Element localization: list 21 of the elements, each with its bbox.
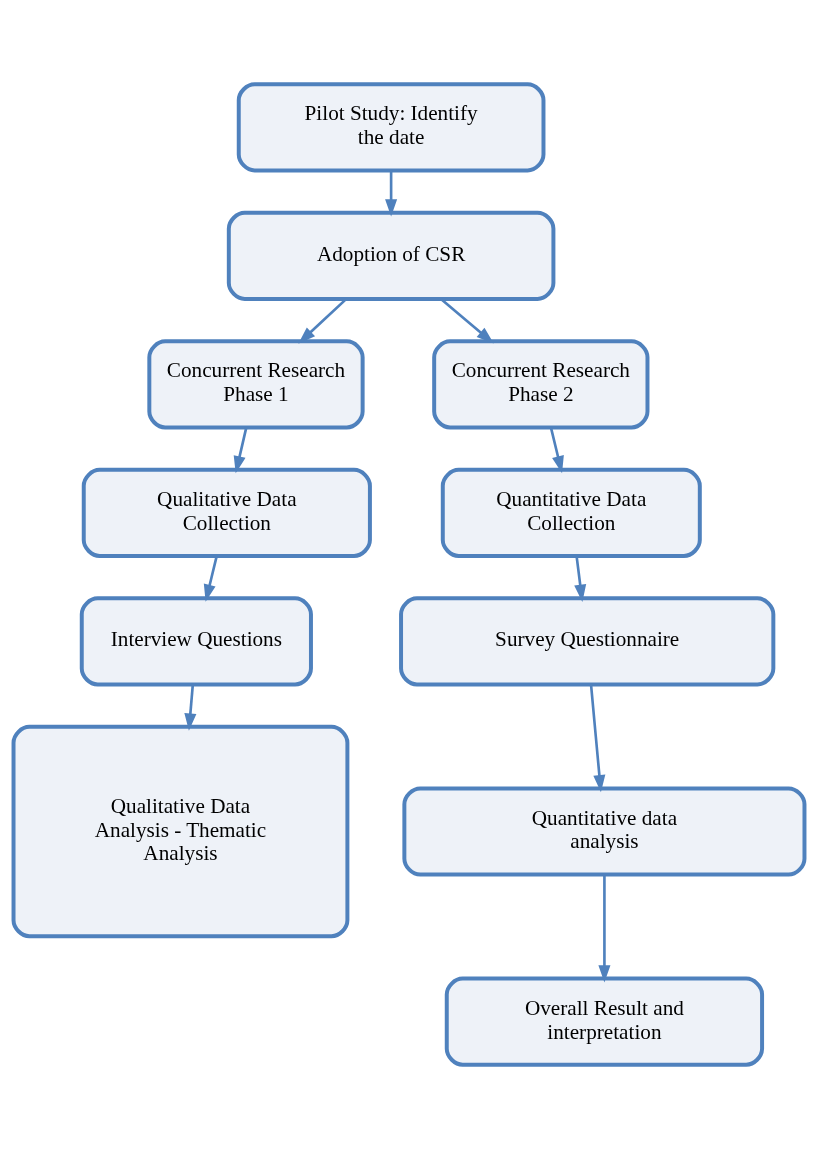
node-box: Interview Questions <box>79 596 313 687</box>
node-box: Concurrent Research Phase 1 <box>147 339 365 430</box>
node-box: Survey Questionnaire <box>399 596 776 687</box>
arrow <box>549 427 564 474</box>
node-box: Quantitative data analysis <box>402 786 807 877</box>
node-box: Overall Result and interpretation <box>444 976 765 1067</box>
node-box: Qualitative Data Analysis - Thematic Analysis <box>11 724 350 939</box>
arrow <box>589 684 606 793</box>
arrow <box>440 298 494 344</box>
arrow <box>184 684 197 731</box>
arrow <box>385 170 398 217</box>
node-box: Quantitative Data Collection <box>440 467 702 558</box>
node-box: Concurrent Research Phase 2 <box>432 339 650 430</box>
arrow <box>598 874 611 983</box>
arrow <box>233 427 248 474</box>
node-box: Qualitative Data Collection <box>81 467 372 558</box>
node-box: Adoption of CSR <box>226 210 556 301</box>
arrow <box>298 298 348 344</box>
node-box: Pilot Study: Identify the date <box>236 82 546 173</box>
arrow <box>203 555 218 602</box>
arrow <box>574 555 587 602</box>
